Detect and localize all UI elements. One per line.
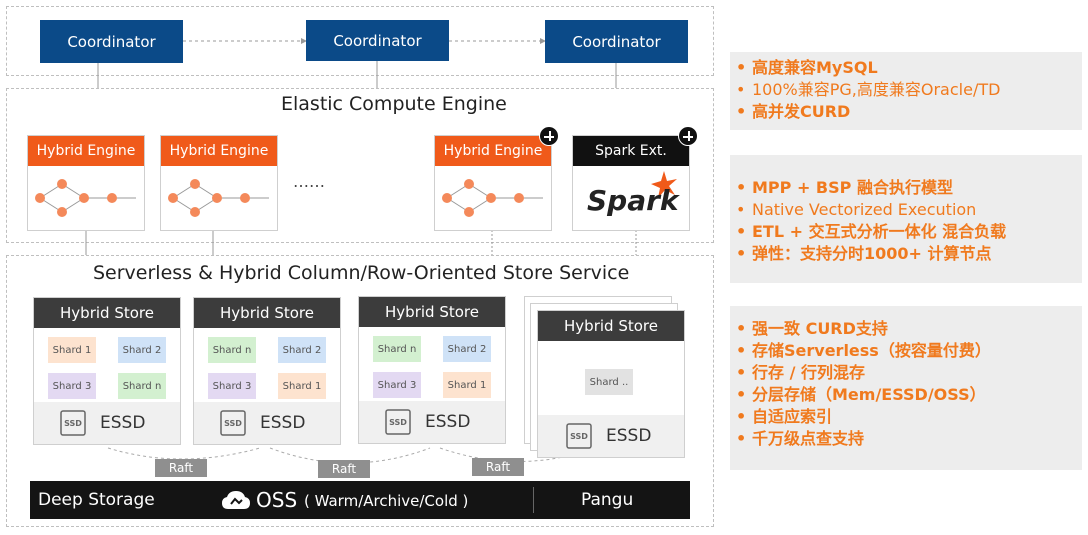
essd-label: ESSD [425,412,471,432]
ssd-icon: SSD [60,410,86,436]
essd-storage: SSD ESSD [359,401,505,443]
feature-item: 自适应索引 [730,406,1082,428]
divider [533,487,534,513]
coordinator-left: Coordinator [40,20,183,63]
spark-extension: Spark Ext. Spark [572,135,690,231]
raft-label: Raft [155,459,207,477]
shard: Shard 2 [278,337,326,363]
shard: Shard 1 [278,373,326,399]
hybrid-store-2: Hybrid Store Shard n Shard 2 Shard 3 Sha… [193,297,341,445]
svg-text:SSD: SSD [389,418,407,427]
essd-storage: SSD ESSD [538,415,684,457]
hybrid-engine-label: Hybrid Engine [161,136,277,166]
feature-item: 弹性：支持分时1000+ 计算节点 [730,243,1082,265]
feature-item: ETL + 交互式分析一体化 混合负载 [730,221,1082,243]
oss-label: OSS [256,488,298,512]
feature-panel-compat: 高度兼容MySQL 100%兼容PG,高度兼容Oracle/TD 高并发CURD [730,52,1082,130]
feature-panel-storage: 强一致 CURD支持 存储Serverless（按容量付费） 行存 / 行列混存… [730,306,1082,470]
store-service-title: Serverless & Hybrid Column/Row-Oriented … [93,262,630,284]
hybrid-store-title: Hybrid Store [538,311,684,341]
plus-circle-icon [678,126,698,146]
hybrid-store-3: Hybrid Store Shard n Shard 2 Shard 3 Sha… [358,296,506,444]
hybrid-engine-label: Hybrid Engine [435,136,551,166]
shard: Shard 1 [48,337,96,363]
hybrid-store-title: Hybrid Store [194,298,340,328]
oss-note: ( Warm/Archive/Cold ) [304,492,469,510]
ssd-icon: SSD [385,409,411,435]
hybrid-store-1: Hybrid Store Shard 1 Shard 2 Shard 3 Sha… [33,297,181,445]
hybrid-engine-1: Hybrid Engine [27,135,145,231]
dag-graph-icon [168,179,269,217]
feature-item: 强一致 CURD支持 [730,318,1082,340]
shard: Shard 3 [48,373,96,399]
essd-label: ESSD [100,413,146,433]
feature-item: 高并发CURD [730,101,1082,123]
spark-ext-label: Spark Ext. [573,136,689,166]
deep-storage-bar: Deep Storage OSS ( Warm/Archive/Cold ) P… [30,481,690,519]
ssd-icon: SSD [566,423,592,449]
shard: Shard .. [585,369,633,395]
hybrid-engine-label: Hybrid Engine [28,136,144,166]
dag-graph-icon [35,179,136,217]
feature-item: 分层存储（Mem/ESSD/OSS） [730,384,1082,406]
star-icon [651,171,677,198]
shard: Shard n [118,373,166,399]
pangu-label: Pangu [581,490,634,510]
store-region [6,255,714,527]
raft-label: Raft [472,458,524,476]
cloud-icon [222,491,250,509]
compute-region [6,88,714,243]
svg-text:SSD: SSD [570,432,588,441]
svg-text:SSD: SSD [224,419,242,428]
ellipsis: …… [293,172,325,191]
feature-panel-compute: MPP + BSP 融合执行模型 Native Vectorized Execu… [730,155,1082,283]
spark-wordmark: Spark [587,184,679,217]
feature-item: Native Vectorized Execution [730,199,1082,221]
deep-storage-label: Deep Storage [38,490,155,510]
shard: Shard 2 [443,336,491,362]
raft-label: Raft [318,460,370,478]
feature-item: 100%兼容PG,高度兼容Oracle/TD [730,79,1082,101]
shard: Shard n [373,336,421,362]
hybrid-store-title: Hybrid Store [34,298,180,328]
feature-item: 存储Serverless（按容量付费） [730,340,1082,362]
essd-storage: SSD ESSD [194,402,340,444]
essd-storage: SSD ESSD [34,402,180,444]
shard: Shard 3 [208,373,256,399]
coordinator-region [6,6,714,76]
compute-title: Elastic Compute Engine [281,93,507,115]
dag-graph-icon [442,179,543,217]
shard: Shard 2 [118,337,166,363]
feature-item: 千万级点查支持 [730,428,1082,450]
ssd-icon: SSD [220,410,246,436]
hybrid-engine-3: Hybrid Engine [434,135,552,231]
spark-logo: Spark [573,166,689,230]
hybrid-store-title: Hybrid Store [359,297,505,327]
shard: Shard 3 [373,372,421,398]
feature-item: MPP + BSP 融合执行模型 [730,177,1082,199]
essd-label: ESSD [260,413,306,433]
coordinator-right: Coordinator [545,20,688,63]
feature-item: 行存 / 行列混存 [730,362,1082,384]
coordinator-center: Coordinator [306,20,449,61]
essd-label: ESSD [606,426,652,446]
feature-item: 高度兼容MySQL [730,57,1082,79]
shard: Shard n [208,337,256,363]
plus-circle-icon [539,126,559,146]
shard: Shard 1 [443,372,491,398]
hybrid-engine-2: Hybrid Engine [160,135,278,231]
hybrid-store-4: Hybrid Store Shard .. SSD ESSD [537,310,685,458]
svg-text:SSD: SSD [64,419,82,428]
